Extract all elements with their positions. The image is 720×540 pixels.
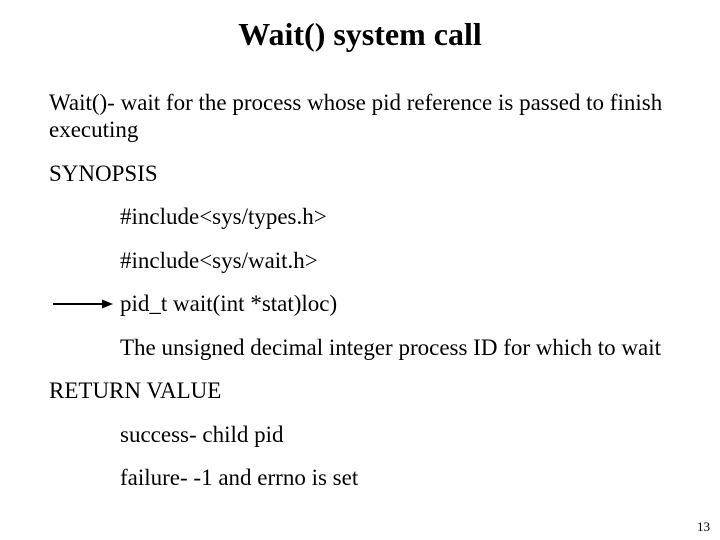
return-value-heading: RETURN VALUE — [49, 378, 222, 403]
wait-signature-text: pid_t wait(int *stat)loc) — [120, 291, 338, 316]
right-arrow-icon — [53, 298, 113, 310]
wait-description-line: The unsigned decimal integer process ID … — [120, 334, 661, 360]
include-wait-line: #include<sys/wait.h> — [120, 247, 318, 273]
intro-paragraph: Wait()- wait for the process whose pid r… — [49, 90, 663, 142]
slide-title: Wait() system call — [238, 16, 482, 52]
slide-body: Wait()- wait for the process whose pid r… — [49, 89, 709, 491]
include-types-line: #include<sys/types.h> — [120, 204, 327, 229]
return-failure-line: failure- -1 and errno is set — [120, 465, 359, 490]
synopsis-heading: SYNOPSIS — [49, 160, 158, 186]
page-number: 13 — [697, 519, 710, 534]
return-success-line: success- child pid — [120, 421, 284, 447]
wait-signature-line: pid_t wait(int *stat)loc) — [49, 290, 709, 317]
